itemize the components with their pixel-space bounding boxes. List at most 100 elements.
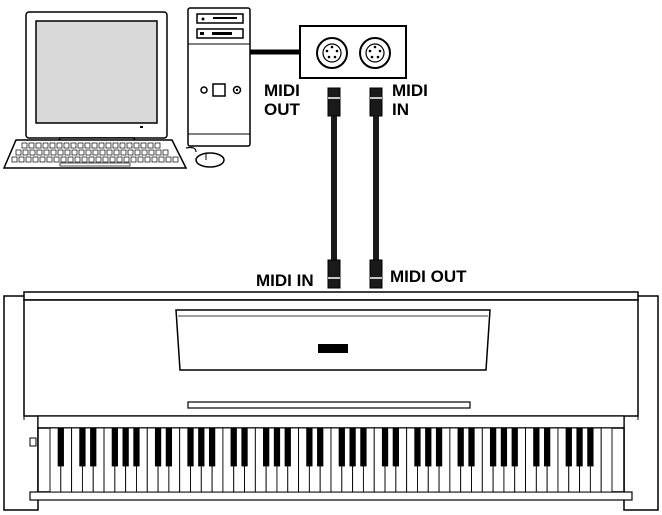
- black-key: [90, 428, 97, 467]
- black-key: [565, 428, 572, 467]
- label-piano-midi-in: MIDI IN: [256, 271, 314, 290]
- black-key: [500, 428, 508, 467]
- label-pc-midi-out-line1: MIDI: [264, 81, 300, 100]
- black-key: [349, 428, 356, 467]
- keyboard-key: [22, 149, 29, 156]
- keyboard-key: [56, 142, 63, 149]
- keyboard-key: [130, 156, 137, 163]
- midi-in-port: [359, 37, 391, 69]
- keyboard-key: [42, 142, 49, 149]
- keyboard-key: [18, 156, 25, 163]
- computer-keyboard: [2, 139, 188, 169]
- black-key: [284, 428, 291, 467]
- keyboard-key: [25, 156, 32, 163]
- black-key: [133, 428, 140, 467]
- black-key: [425, 428, 432, 467]
- black-key: [187, 428, 194, 467]
- piano-logo: [318, 344, 348, 353]
- black-key: [457, 428, 464, 467]
- keyboard-key: [36, 149, 43, 156]
- black-key: [587, 428, 594, 467]
- keyboard-key: [84, 142, 91, 149]
- keyboard-key: [64, 149, 71, 156]
- keyboard-key: [98, 142, 105, 149]
- black-key: [435, 428, 443, 467]
- piano-logo-text: KORG: [322, 346, 345, 353]
- keyboard-key: [74, 156, 81, 163]
- computer-mouse: [185, 146, 225, 168]
- keyboard-key: [172, 156, 179, 163]
- black-key: [122, 428, 129, 467]
- keyboard-key: [57, 149, 64, 156]
- keyboard-key: [162, 149, 169, 156]
- midi-interface: [299, 25, 407, 79]
- keyboard-key: [158, 156, 165, 163]
- label-pc-midi-in-line1: MIDI: [392, 81, 428, 100]
- black-key: [306, 428, 313, 467]
- midi-cable-in-to-out: [369, 87, 383, 289]
- black-key: [154, 428, 162, 467]
- keyboard-key: [155, 149, 162, 156]
- keyboard-key: [109, 156, 116, 163]
- digital-piano: KORG: [3, 291, 659, 511]
- computer: [2, 7, 251, 169]
- label-piano-midi-out: MIDI OUT: [390, 267, 467, 286]
- keyboard-key: [123, 156, 130, 163]
- keyboard-key: [85, 149, 92, 156]
- black-key: [544, 428, 551, 467]
- keyboard-key: [29, 149, 36, 156]
- black-key: [111, 428, 118, 467]
- black-key: [273, 428, 281, 467]
- black-key: [468, 428, 475, 467]
- black-key: [317, 428, 324, 467]
- label-pc-midi-in-line2: IN: [392, 100, 409, 119]
- keyboard-key: [137, 156, 144, 163]
- keyboard-key: [92, 149, 99, 156]
- keyboard-key: [21, 142, 28, 149]
- keyboard-key: [15, 149, 22, 156]
- black-key: [338, 428, 345, 467]
- keyboard-key: [88, 156, 95, 163]
- keyboard-key: [91, 142, 98, 149]
- black-key: [165, 428, 173, 467]
- black-key: [208, 428, 216, 467]
- monitor: [25, 11, 168, 151]
- power-button: [212, 83, 226, 97]
- midi-out-port: [316, 37, 348, 69]
- keyboard-key: [81, 156, 88, 163]
- keyboard-key: [154, 142, 161, 149]
- black-key: [241, 428, 248, 467]
- keyboard-key: [49, 142, 56, 149]
- keyboard-key: [70, 142, 77, 149]
- keyboard-key: [71, 149, 78, 156]
- midi-cable-out-to-in: [327, 87, 341, 289]
- black-key: [198, 428, 205, 467]
- keyboard-key: [126, 142, 133, 149]
- black-key: [360, 428, 367, 467]
- computer-tower: [187, 7, 251, 147]
- keyboard-key: [116, 156, 123, 163]
- keyboard-key: [119, 142, 126, 149]
- keyboard-key: [106, 149, 113, 156]
- keyboard-key: [102, 156, 109, 163]
- keyboard-key: [67, 156, 74, 163]
- keyboard-key: [60, 156, 67, 163]
- white-key: [600, 427, 613, 493]
- black-key: [381, 428, 389, 467]
- keyboard-key: [35, 142, 42, 149]
- piano-power-switch: [29, 437, 37, 447]
- keyboard-key: [112, 142, 119, 149]
- keyboard-key: [43, 149, 50, 156]
- black-key: [414, 428, 421, 467]
- keyboard-key: [113, 149, 120, 156]
- keyboard-key: [77, 142, 84, 149]
- black-key: [511, 428, 518, 467]
- keyboard-key: [147, 142, 154, 149]
- keyboard-key: [165, 156, 172, 163]
- keyboard-key: [95, 156, 102, 163]
- keyboard-key: [28, 142, 35, 149]
- keyboard-key: [50, 149, 57, 156]
- keyboard-key: [141, 149, 148, 156]
- keyboard-key: [148, 149, 155, 156]
